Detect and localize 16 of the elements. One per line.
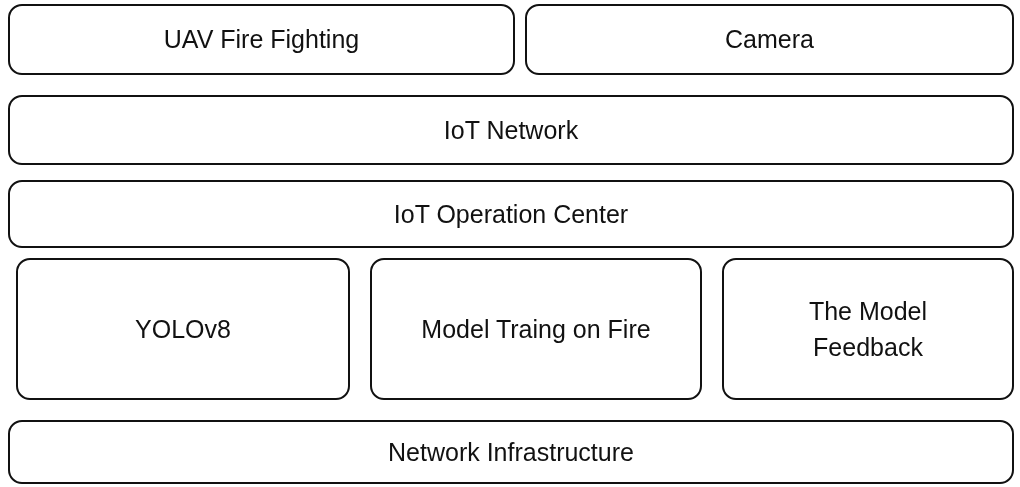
layer-label: Camera: [725, 24, 814, 56]
layer-box: [370, 258, 702, 400]
layer-label: The Model Feedback: [807, 295, 929, 363]
layer-box: [525, 4, 1014, 75]
layer-label: UAV Fire Fighting: [163, 24, 360, 56]
layer-box: [722, 258, 1014, 400]
layer-label: Model Traing on Fire: [421, 313, 651, 345]
layer-label: IoT Network: [443, 114, 579, 146]
layer-box: [8, 420, 1014, 484]
layer-box: [16, 258, 350, 400]
layer-label: Network Infrastructure: [388, 436, 634, 468]
layer-box: [8, 4, 515, 75]
layer-label: IoT Operation Center: [393, 198, 629, 230]
layer-box: [8, 95, 1014, 165]
layer-box: [8, 180, 1014, 248]
layer-label: YOLOv8: [135, 313, 231, 345]
